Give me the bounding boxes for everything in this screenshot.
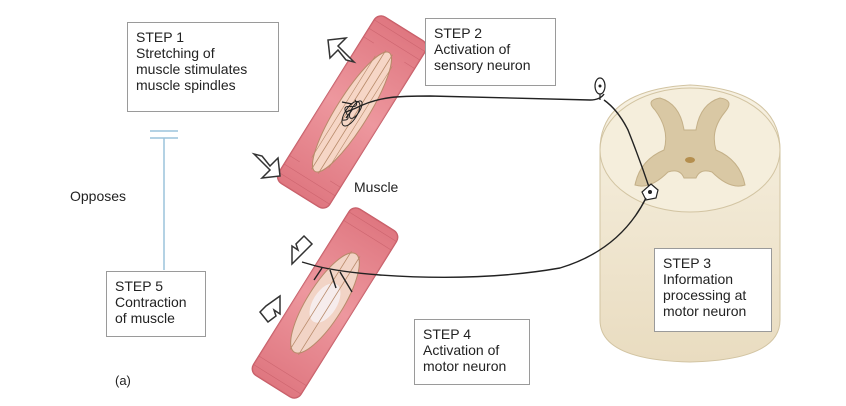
- step-1-line-2: muscle stimulates: [136, 61, 248, 77]
- step-3-line-1: Information: [663, 271, 734, 287]
- upper-muscle: [276, 15, 428, 209]
- panel-label: (a): [115, 373, 131, 388]
- step-2-line-2: sensory neuron: [434, 57, 531, 73]
- step-4-line-2: motor neuron: [423, 358, 507, 374]
- step-2-box: STEP 2 Activation of sensory neuron: [425, 18, 556, 86]
- contraction-arrow-icon: [258, 234, 314, 324]
- step-3-line-2: processing at: [663, 287, 747, 303]
- muscle-spindle: [341, 99, 363, 127]
- step-3-line-3: motor neuron: [663, 303, 747, 319]
- step-1-box: STEP 1 Stretching of muscle stimulates m…: [127, 22, 279, 112]
- lower-muscle: [251, 207, 399, 399]
- step-4-line-1: Activation of: [423, 342, 500, 358]
- step-3-box: STEP 3 Information processing at motor n…: [654, 248, 772, 332]
- stretch-arrow-icon: [251, 37, 357, 179]
- step-3-heading: STEP 3: [663, 255, 711, 271]
- opposes-label: Opposes: [70, 188, 127, 204]
- step-5-heading: STEP 5: [115, 278, 163, 294]
- step-5-line-2: of muscle: [115, 310, 175, 326]
- inhibition-bar-icon: [150, 130, 178, 270]
- sensory-neuron: [341, 93, 651, 191]
- step-1-line-1: Stretching of: [136, 45, 215, 61]
- muscle-label: Muscle: [354, 179, 399, 195]
- motor-neuron-icon: [641, 183, 659, 201]
- step-5-box: STEP 5 Contraction of muscle: [106, 271, 206, 337]
- step-5-line-1: Contraction: [115, 294, 187, 310]
- step-1-line-3: muscle spindles: [136, 77, 236, 93]
- gray-matter: [634, 97, 746, 187]
- spinal-cord: [599, 84, 781, 363]
- step-2-heading: STEP 2: [434, 25, 482, 41]
- sensory-ganglion-icon: [594, 77, 606, 100]
- step-4-box: STEP 4 Activation of motor neuron: [414, 319, 530, 385]
- motor-neuron: [301, 197, 647, 293]
- step-4-heading: STEP 4: [423, 326, 471, 342]
- step-1-heading: STEP 1: [136, 29, 184, 45]
- step-2-line-1: Activation of: [434, 41, 511, 57]
